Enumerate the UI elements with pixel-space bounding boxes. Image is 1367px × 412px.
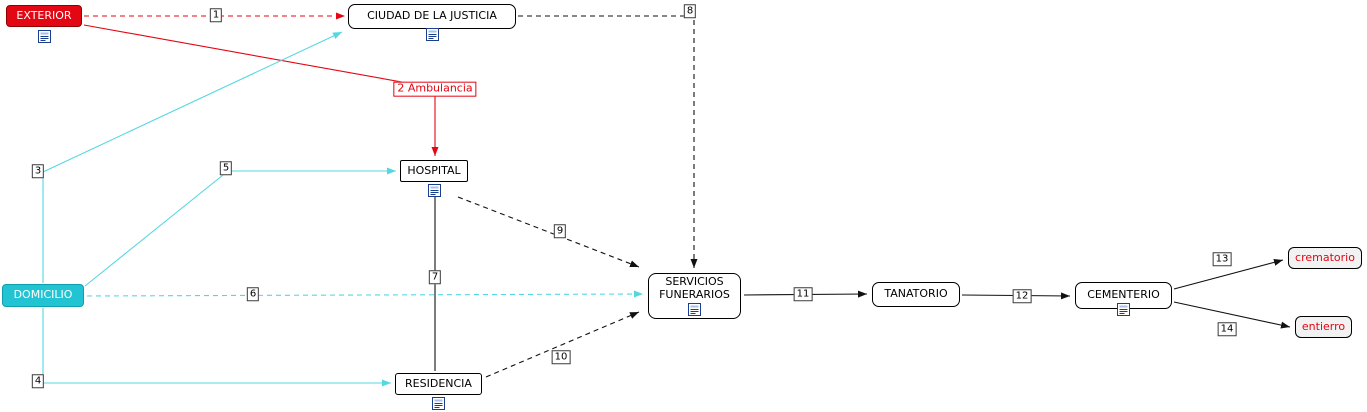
edge-label-12[interactable]: 12 [1012, 289, 1032, 303]
node-ciudad-justicia[interactable]: CIUDAD DE LA JUSTICIA [348, 4, 516, 41]
node-label: HOSPITAL [407, 163, 461, 177]
node-box: HOSPITAL [400, 160, 468, 182]
edge-label-10[interactable]: 10 [551, 350, 571, 364]
node-residencia[interactable]: RESIDENCIA [395, 373, 482, 410]
document-icon [1117, 302, 1130, 316]
node-domicilio[interactable]: DOMICILIO [2, 284, 84, 307]
node-hospital[interactable]: HOSPITAL [400, 160, 468, 197]
node-label: CEMENTERIO [1087, 288, 1160, 302]
edge-label-6[interactable]: 6 [246, 287, 260, 301]
node-label: EXTERIOR [16, 8, 72, 22]
node-servicios-funerarios[interactable]: SERVICIOS FUNERARIOS [648, 273, 741, 320]
node-box: DOMICILIO [2, 284, 84, 307]
node-box: EXTERIOR [6, 5, 82, 27]
node-label: DOMICILIO [13, 288, 73, 302]
edge-14-line [1173, 301, 1291, 329]
node-label: RESIDENCIA [405, 376, 472, 390]
document-icon [37, 29, 51, 43]
edge-label-2-ambulancia[interactable]: 2 Ambulancia [393, 81, 477, 97]
node-cementerio[interactable]: CEMENTERIO [1075, 282, 1172, 316]
document-icon [427, 183, 441, 197]
node-entierro[interactable]: entierro [1295, 316, 1352, 338]
edge-13-line [1173, 258, 1284, 290]
edge-label-4[interactable]: 4 [31, 374, 45, 388]
edge-10-line [485, 311, 640, 378]
node-label: CIUDAD DE LA JUSTICIA [367, 9, 497, 23]
edge-label-8[interactable]: 8 [683, 4, 697, 18]
document-icon [425, 27, 439, 41]
edge-label-3[interactable]: 3 [31, 164, 45, 178]
edge-2-line [83, 24, 439, 156]
node-box: crematorio [1288, 247, 1362, 269]
edge-label-9[interactable]: 9 [553, 224, 567, 238]
edge-3-line [42, 31, 343, 283]
node-label: entierro [1301, 319, 1346, 333]
edge-label-1[interactable]: 1 [209, 8, 223, 22]
edge-6-line [86, 290, 644, 298]
node-box: SERVICIOS FUNERARIOS [648, 273, 741, 320]
node-label: crematorio [1295, 250, 1355, 264]
node-box: entierro [1295, 316, 1352, 338]
document-icon [688, 302, 701, 317]
edge-label-13[interactable]: 13 [1212, 252, 1232, 266]
node-tanatorio[interactable]: TANATORIO [872, 282, 960, 307]
edge-9-line [457, 196, 640, 268]
edge-label-5[interactable]: 5 [219, 161, 233, 175]
node-box: RESIDENCIA [395, 373, 482, 395]
node-crematorio[interactable]: crematorio [1288, 247, 1362, 269]
edge-5-line [84, 167, 396, 287]
node-box: CIUDAD DE LA JUSTICIA [348, 4, 516, 29]
edge-label-14[interactable]: 14 [1217, 322, 1237, 336]
edge-label-7[interactable]: 7 [428, 270, 442, 284]
node-label: SERVICIOS FUNERARIOS [659, 275, 730, 301]
edge-label-11[interactable]: 11 [793, 287, 813, 301]
node-exterior[interactable]: EXTERIOR [6, 5, 82, 43]
document-icon [432, 396, 445, 410]
node-box: TANATORIO [872, 282, 960, 307]
edge-4-line [42, 308, 391, 387]
node-label: TANATORIO [884, 287, 948, 301]
